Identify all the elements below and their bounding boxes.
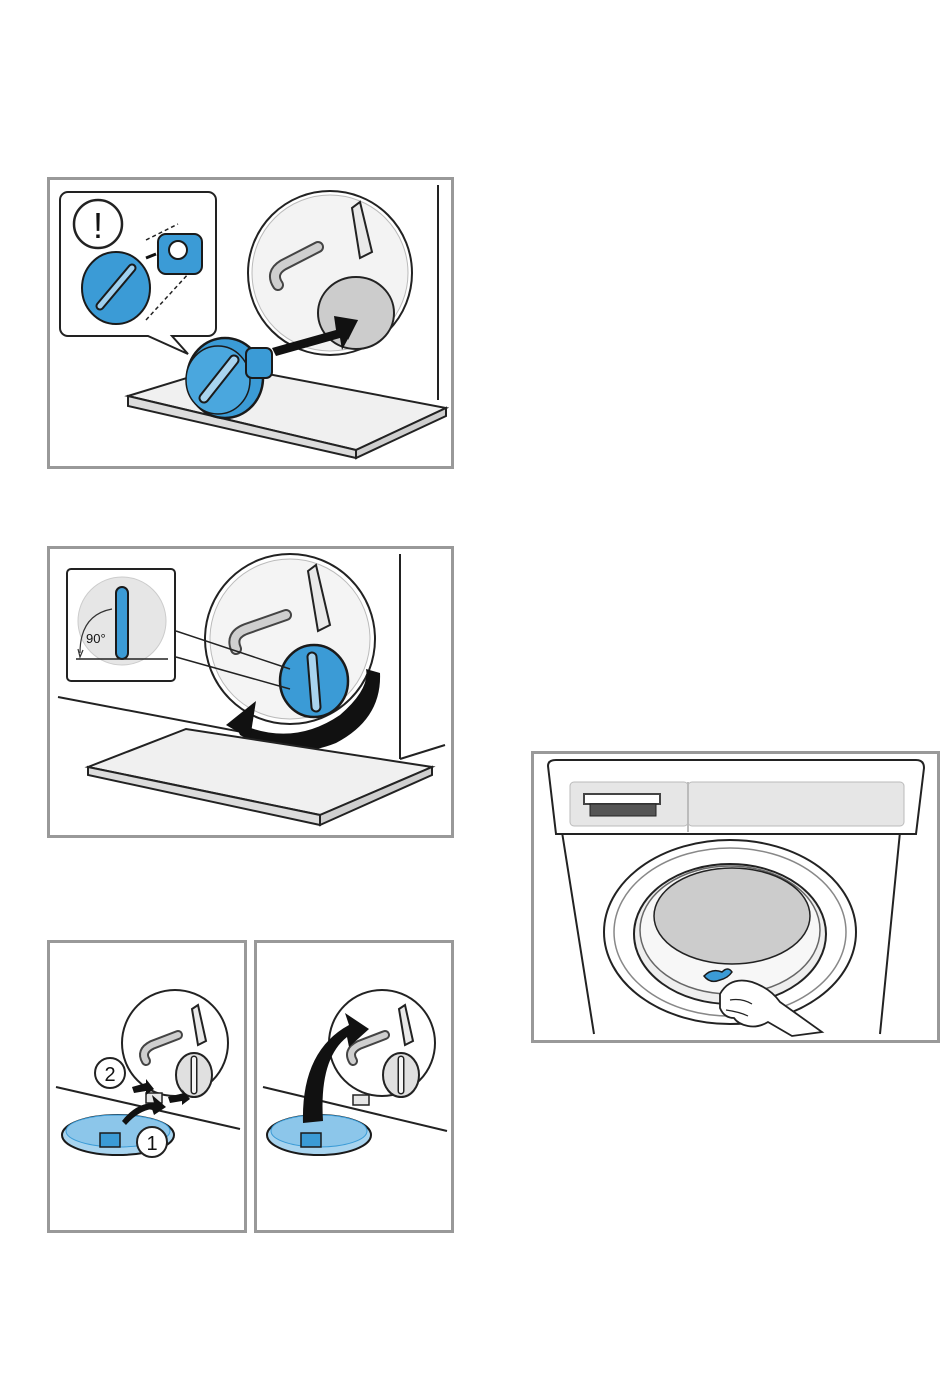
washing-machine-illustration bbox=[534, 754, 937, 1040]
figure-washing-machine-drum bbox=[531, 751, 940, 1043]
step-1-label: 1 bbox=[146, 1133, 157, 1155]
angle-label: 90° bbox=[86, 631, 106, 646]
drawer-handle bbox=[584, 794, 660, 804]
figure-insert-filter-cap: ! bbox=[47, 177, 454, 469]
rotate-cap-illustration: 90° bbox=[50, 549, 451, 835]
drum bbox=[654, 868, 810, 964]
step-2-label: 2 bbox=[104, 1064, 115, 1086]
filter-cap-illustration: ! bbox=[50, 180, 451, 466]
open-flap-illustration: 2 1 bbox=[50, 943, 244, 1230]
display-panel bbox=[688, 782, 904, 826]
lift-flap-illustration bbox=[257, 943, 451, 1230]
warning-symbol: ! bbox=[93, 205, 103, 246]
figure-open-service-flap: 2 1 bbox=[47, 940, 247, 1233]
figure-lift-service-flap bbox=[254, 940, 454, 1233]
figure-rotate-filter-cap: 90° bbox=[47, 546, 454, 838]
